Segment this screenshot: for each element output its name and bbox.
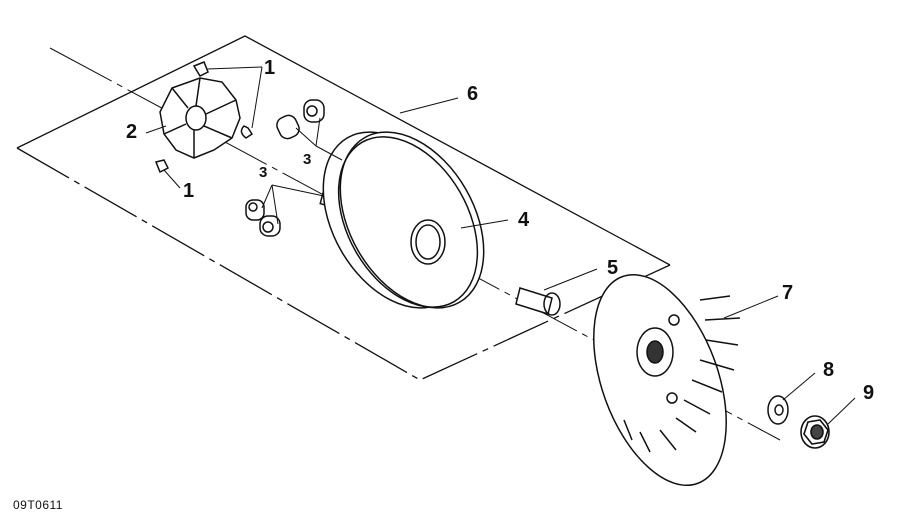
bushing-icon [515,287,561,316]
leader-lines [145,66,856,425]
figure-id-label: 09T0611 [13,498,63,512]
callout-4: 4 [518,209,530,231]
callout-2: 2 [126,121,138,143]
callout-7: 7 [782,282,794,304]
callout-8: 8 [823,359,835,381]
washer-icon [767,395,789,425]
drive-face-icon [322,131,485,309]
ramp-plate-icon [159,77,241,159]
callout-6: 6 [467,83,479,105]
callout-1-lower: 1 [183,180,195,202]
callout-1-upper: 1 [264,57,276,79]
fan-drive-face-icon [593,273,741,487]
callout-3-lower: 3 [259,164,268,181]
assembly-group-outline [16,35,671,381]
callout-5: 5 [607,257,619,279]
callout-3-upper: 3 [303,151,312,168]
flange-nut-icon [800,415,830,449]
slider-clip-icon [154,61,254,174]
callout-9: 9 [863,382,875,404]
